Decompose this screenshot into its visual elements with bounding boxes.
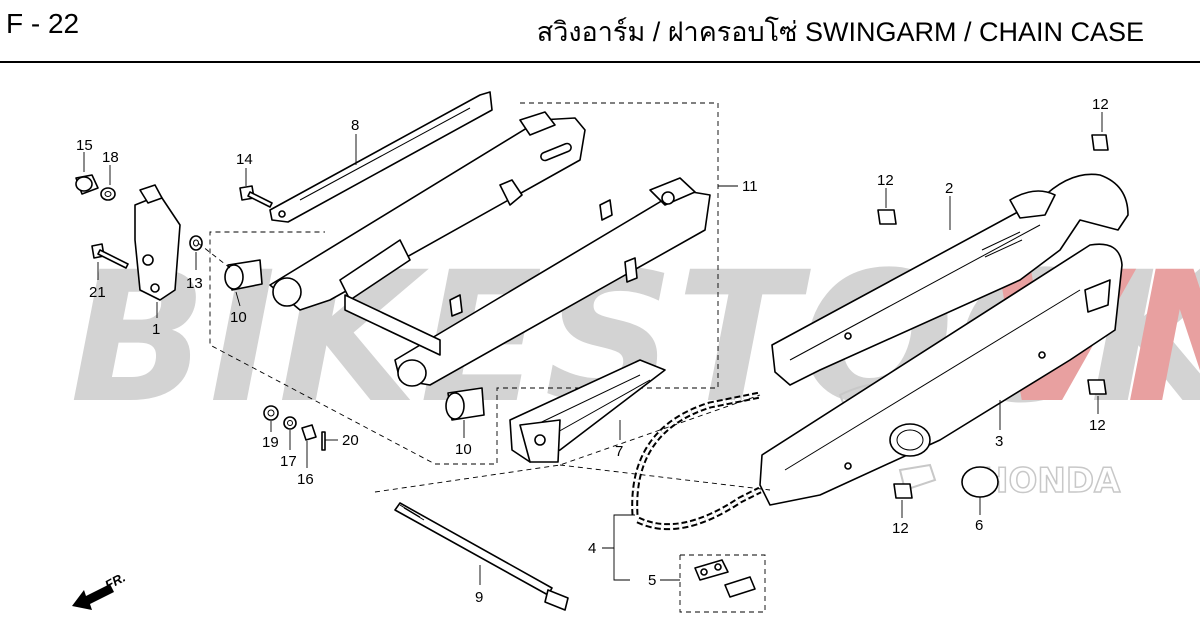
swingarm-assembly-box [209,102,719,465]
callout-labels: 8 11 14 15 18 13 21 1 10 10 19 17 16 20 … [76,96,1109,606]
washer-part-13 [189,235,203,251]
callout-12-right: 12 [1089,417,1106,434]
master-link-part-5 [679,554,766,613]
callout-21: 21 [89,284,106,301]
bolt-part-12-bottom [893,483,913,499]
callout-5: 5 [648,572,656,589]
callout-12-top: 12 [877,172,894,189]
header-divider [0,61,1200,63]
chain-guide-part-7 [509,359,666,463]
bushing-part-10-upper [224,259,263,291]
bolt-part-21 [91,243,129,269]
callout-4: 4 [588,540,596,557]
callout-14: 14 [236,151,253,168]
washer-part-19 [263,405,279,421]
callout-13: 13 [186,275,203,292]
callout-6: 6 [975,517,983,534]
callout-20: 20 [342,432,359,449]
bolt-part-12-top-right [1091,134,1109,151]
drive-chain-part-4 [631,391,762,531]
callout-9: 9 [475,589,483,606]
bracket-part-1 [134,184,181,301]
washer-part-17 [283,416,297,430]
pivot-bolt-part-9 [394,502,569,611]
front-direction-indicator: FR. [72,570,128,610]
callout-10-upper: 10 [230,309,247,326]
callout-8: 8 [351,117,359,134]
callout-2: 2 [945,180,953,197]
callout-1: 1 [152,321,160,338]
chain-case-upper-part-2 [771,173,1129,386]
bolt-part-14 [239,185,273,208]
nut-part-15 [75,174,99,195]
chain-slider-part-8 [269,91,493,223]
bolt-part-12-top [877,209,897,225]
bushing-part-10-lower [445,387,485,421]
callout-19: 19 [262,434,279,451]
callout-17: 17 [280,453,297,470]
callout-7: 7 [615,443,623,460]
callout-15: 15 [76,137,93,154]
callout-16: 16 [297,471,314,488]
callout-12-bottom: 12 [892,520,909,537]
callout-18: 18 [102,149,119,166]
leader-lines [83,112,1103,585]
front-arrow-icon [72,584,114,610]
page-header: F - 22 สวิงอาร์ม / ฝาครอบโซ่ SWINGARM / … [0,0,1200,64]
callout-3: 3 [995,433,1003,450]
bolt-part-12-right [1087,379,1107,395]
cap-part-6 [961,466,999,498]
swingarm-part-11 [269,111,711,387]
svg-text:HONDA: HONDA [980,461,1121,501]
washer-part-18 [100,187,116,201]
callout-11: 11 [742,178,758,195]
cotter-pin-part-20 [321,431,326,451]
page-title: สวิงอาร์ม / ฝาครอบโซ่ SWINGARM / CHAIN C… [536,17,1144,47]
callout-12-top-right: 12 [1092,96,1109,113]
page-code: F - 22 [6,8,80,39]
honda-logo: HONDA [838,382,1122,502]
nut-part-16 [301,424,317,441]
callout-10-lower: 10 [455,441,472,458]
chain-case-lower-part-3 [759,243,1123,506]
